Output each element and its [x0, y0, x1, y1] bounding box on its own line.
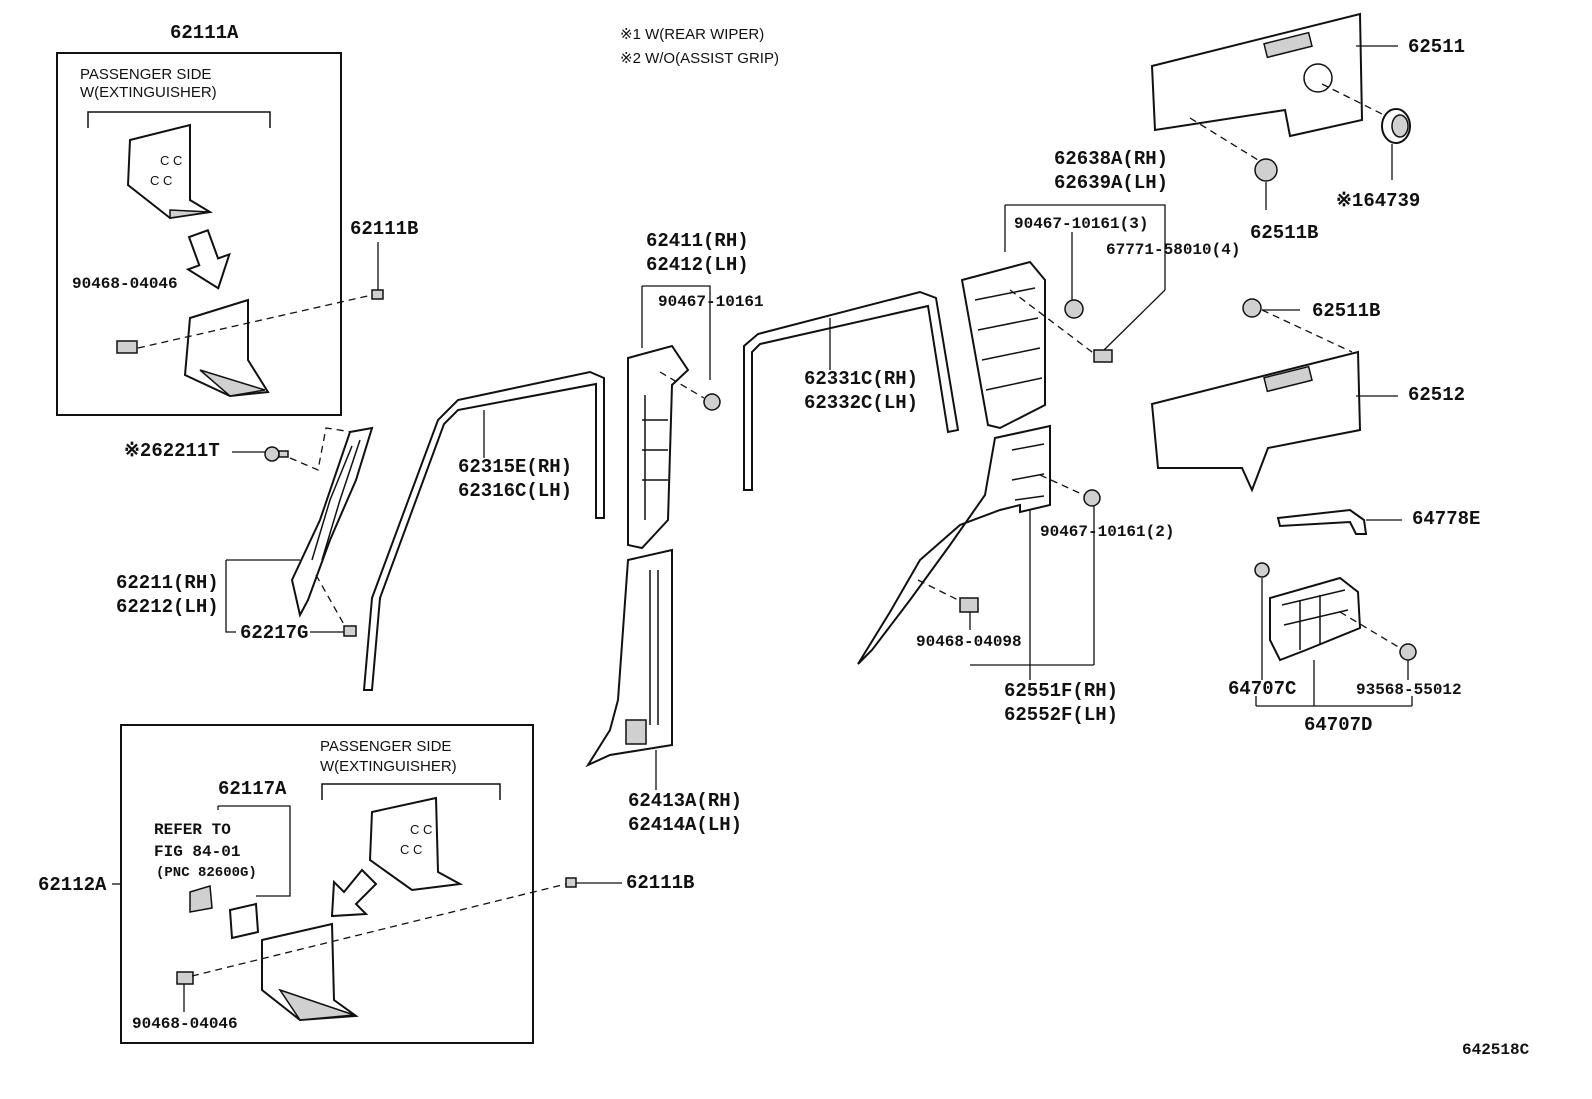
note-rear-wiper: ※1 W(REAR WIPER)	[620, 26, 765, 43]
clip-62111B-bottom-icon	[565, 877, 577, 888]
scuff-plate-upper-panel: C C C C	[126, 123, 213, 220]
label-62111B-top: 62111B	[350, 218, 419, 240]
label-62413A-rh: 62413A(RH)	[628, 790, 743, 812]
inset-top-side-label-2: W(EXTINGUISHER)	[80, 84, 217, 101]
arrow-down-left-icon	[330, 868, 378, 918]
svg-text:C C: C C	[400, 842, 422, 857]
clip-64707C-icon	[1254, 562, 1270, 578]
label-62511: 62511	[1408, 36, 1466, 58]
deck-trim-box	[1269, 576, 1362, 662]
inset-bottom-side-label-2: W(EXTINGUISHER)	[320, 758, 457, 775]
note-assist-grip: ※2 W/O(ASSIST GRIP)	[620, 50, 779, 67]
label-62111B-bottom: 62111B	[626, 872, 695, 894]
quarter-trim-panel-lower	[1150, 350, 1362, 493]
label-93568-55012: 93568-55012	[1356, 681, 1462, 699]
label-62332C-lh: 62332C(LH)	[804, 392, 919, 414]
door-opening-weatherstrip-rear	[743, 290, 960, 491]
clip-90468-04098-icon	[959, 597, 979, 613]
deck-side-strip	[1276, 508, 1368, 535]
label-62511B-a: 62511B	[1250, 222, 1319, 244]
refer-line-1: REFER TO	[154, 821, 231, 839]
clip-62111B-icon	[371, 289, 384, 300]
inset-top-bracket	[87, 111, 271, 128]
label-62211-rh: 62211(RH)	[116, 572, 219, 594]
svg-text:C C: C C	[160, 153, 182, 168]
clip-62511B-icon-b	[1242, 298, 1262, 318]
scuff-plate-bottom-upper: C C C C	[368, 796, 464, 892]
center-pillar-garnish-lower	[585, 548, 673, 768]
inset-bottom-side-label-1: PASSENGER SIDE	[320, 738, 452, 755]
clip-90467-icon-lower	[1083, 489, 1101, 507]
label-67771-58010-4: 67771-58010(4)	[1106, 241, 1241, 259]
label-62212-lh: 62212(LH)	[116, 596, 219, 618]
label-62117A: 62117A	[218, 778, 287, 800]
svg-text:C C: C C	[150, 173, 172, 188]
label-62638A-rh: 62638A(RH)	[1054, 148, 1169, 170]
label-62217G: 62217G	[240, 622, 309, 644]
clip-90467-icon-quarter	[1064, 299, 1084, 319]
label-62315E-rh: 62315E(RH)	[458, 456, 573, 478]
inset-bottom-header: 62112A	[38, 874, 107, 896]
figure-code: 642518C	[1462, 1041, 1530, 1059]
label-90468-04098: 90468-04098	[916, 633, 1022, 651]
label-90467-10161-3: 90467-10161(3)	[1014, 215, 1149, 233]
inset-top-box	[56, 52, 342, 416]
label-90468-04046-bottom: 90468-04046	[132, 1015, 238, 1033]
refer-line-3: (PNC 82600G)	[156, 865, 257, 881]
front-pillar-garnish	[290, 426, 374, 618]
label-62552F-lh: 62552F(LH)	[1004, 704, 1119, 726]
inset-top-side-label-1: PASSENGER SIDE	[80, 66, 212, 83]
label-64739: ※164739	[1336, 190, 1421, 212]
door-opening-weatherstrip-front	[362, 370, 605, 691]
svg-text:C C: C C	[410, 822, 432, 837]
label-62511B-b: 62511B	[1312, 300, 1381, 322]
inset-bottom-bracket	[321, 783, 501, 800]
bracket-62117A-icon	[228, 902, 260, 940]
label-62331C-rh: 62331C(RH)	[804, 368, 919, 390]
label-64707D: 64707D	[1304, 714, 1373, 736]
label-62411-rh: 62411(RH)	[646, 230, 749, 252]
label-64707C: 64707C	[1228, 678, 1297, 700]
label-64778E: 64778E	[1412, 508, 1481, 530]
label-62316C-lh: 62316C(LH)	[458, 480, 573, 502]
quarter-pillar-garnish-upper	[960, 260, 1046, 430]
refer-line-2: FIG 84-01	[154, 843, 241, 861]
inset-top-header: 62111A	[170, 22, 239, 44]
label-62551F-rh: 62551F(RH)	[1004, 680, 1119, 702]
clip-62511B-icon-a	[1254, 158, 1278, 182]
clip-62217G-icon	[343, 625, 357, 637]
label-62211T: ※262211T	[124, 440, 220, 462]
quarter-pillar-garnish-lower	[857, 424, 1051, 665]
label-62639A-lh: 62639A(LH)	[1054, 172, 1169, 194]
scuff-plate-lower-panel	[183, 298, 270, 398]
quarter-trim-panel-upper	[1150, 12, 1364, 138]
label-62412-lh: 62412(LH)	[646, 254, 749, 276]
label-62414A-lh: 62414A(LH)	[628, 814, 743, 836]
rear-wiper-grommet-icon	[1381, 108, 1411, 144]
label-90467-10161-2: 90467-10161(2)	[1040, 523, 1175, 541]
clip-90468-bottom-icon	[176, 971, 194, 985]
label-90468-04046-top: 90468-04046	[72, 275, 178, 293]
clip-67771-icon	[1093, 349, 1113, 363]
center-pillar-garnish-upper	[627, 344, 690, 550]
clip-90467-icon-center	[703, 393, 721, 411]
screw-93568-icon	[1399, 643, 1417, 661]
scuff-plate-bottom-lower	[261, 922, 359, 1022]
label-90467-10161: 90467-10161	[658, 293, 764, 311]
extinguisher-bracket-icon	[189, 885, 213, 913]
clip-90468-icon	[116, 340, 138, 354]
assist-grip-screw-icon	[264, 446, 289, 462]
inset-bottom-box	[120, 724, 534, 1044]
label-62512: 62512	[1408, 384, 1466, 406]
arrow-down-icon	[185, 228, 231, 290]
